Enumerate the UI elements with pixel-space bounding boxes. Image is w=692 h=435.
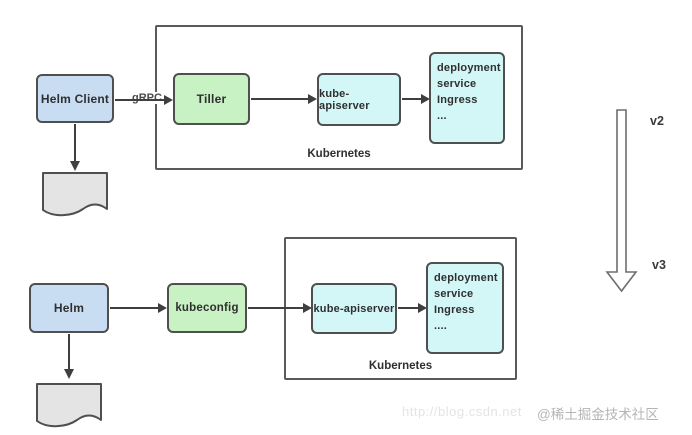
v2-to-v3-arrow xyxy=(605,109,638,293)
v2-chart-arrowhead xyxy=(70,161,80,171)
v3-resource-deployment: deployment xyxy=(434,272,498,284)
v3-resource-ingress: Ingress xyxy=(434,303,475,316)
v3-kubeconfig-box: kubeconfig xyxy=(167,283,247,333)
v2-resource-ingress: Ingress xyxy=(437,93,478,106)
v3-helm-label: Helm xyxy=(53,301,85,315)
v3-resources-box: deployment service Ingress .... xyxy=(426,262,504,354)
v3-version-label: v3 xyxy=(652,258,666,272)
v3-chart-yml-label: Chart.yml xyxy=(42,397,96,409)
v3-helm-box: Helm xyxy=(29,283,109,333)
v3-chart-arrowhead xyxy=(64,369,74,379)
v3-kube-apiserver-label: kube-apiserver xyxy=(313,302,395,315)
v2-kube-apiserver-box: kube-apiserver xyxy=(317,73,401,126)
v2-helm-client-label: Helm Client xyxy=(40,91,110,106)
v2-resource-ellipsis: ... xyxy=(437,109,447,122)
v3-kubernetes-label: Kubernetes xyxy=(368,360,433,372)
v3-kubeconfig-arrowhead xyxy=(158,303,167,313)
v3-kube-apiserver-box: kube-apiserver xyxy=(311,283,397,334)
v2-kube-apiserver-label: kube-apiserver xyxy=(319,87,370,112)
v3-resource-service: service xyxy=(434,287,474,300)
v2-chart-yml-label: Chart.yml xyxy=(48,186,102,198)
v2-resource-service: service xyxy=(437,77,477,90)
v2-resources-box: deployment service Ingress ... xyxy=(429,52,505,144)
v2-helm-client-box: Helm Client xyxy=(36,74,114,123)
v2-grpc-arrow-label: gRPC xyxy=(131,92,163,104)
v3-resource-ellipsis: .... xyxy=(434,319,448,332)
faint-url-watermark: http://blog.csdn.net xyxy=(402,404,522,419)
v2-tiller-box: Tiller xyxy=(173,73,250,125)
v3-kubeconfig-label: kubeconfig xyxy=(175,302,239,314)
community-watermark: @稀土掘金技术社区 xyxy=(537,407,659,422)
v2-tiller-label: Tiller xyxy=(196,92,227,106)
v2-kubernetes-label: Kubernetes xyxy=(307,148,371,160)
v2-resource-deployment: deployment xyxy=(437,62,501,74)
v2-version-label: v2 xyxy=(650,114,664,128)
